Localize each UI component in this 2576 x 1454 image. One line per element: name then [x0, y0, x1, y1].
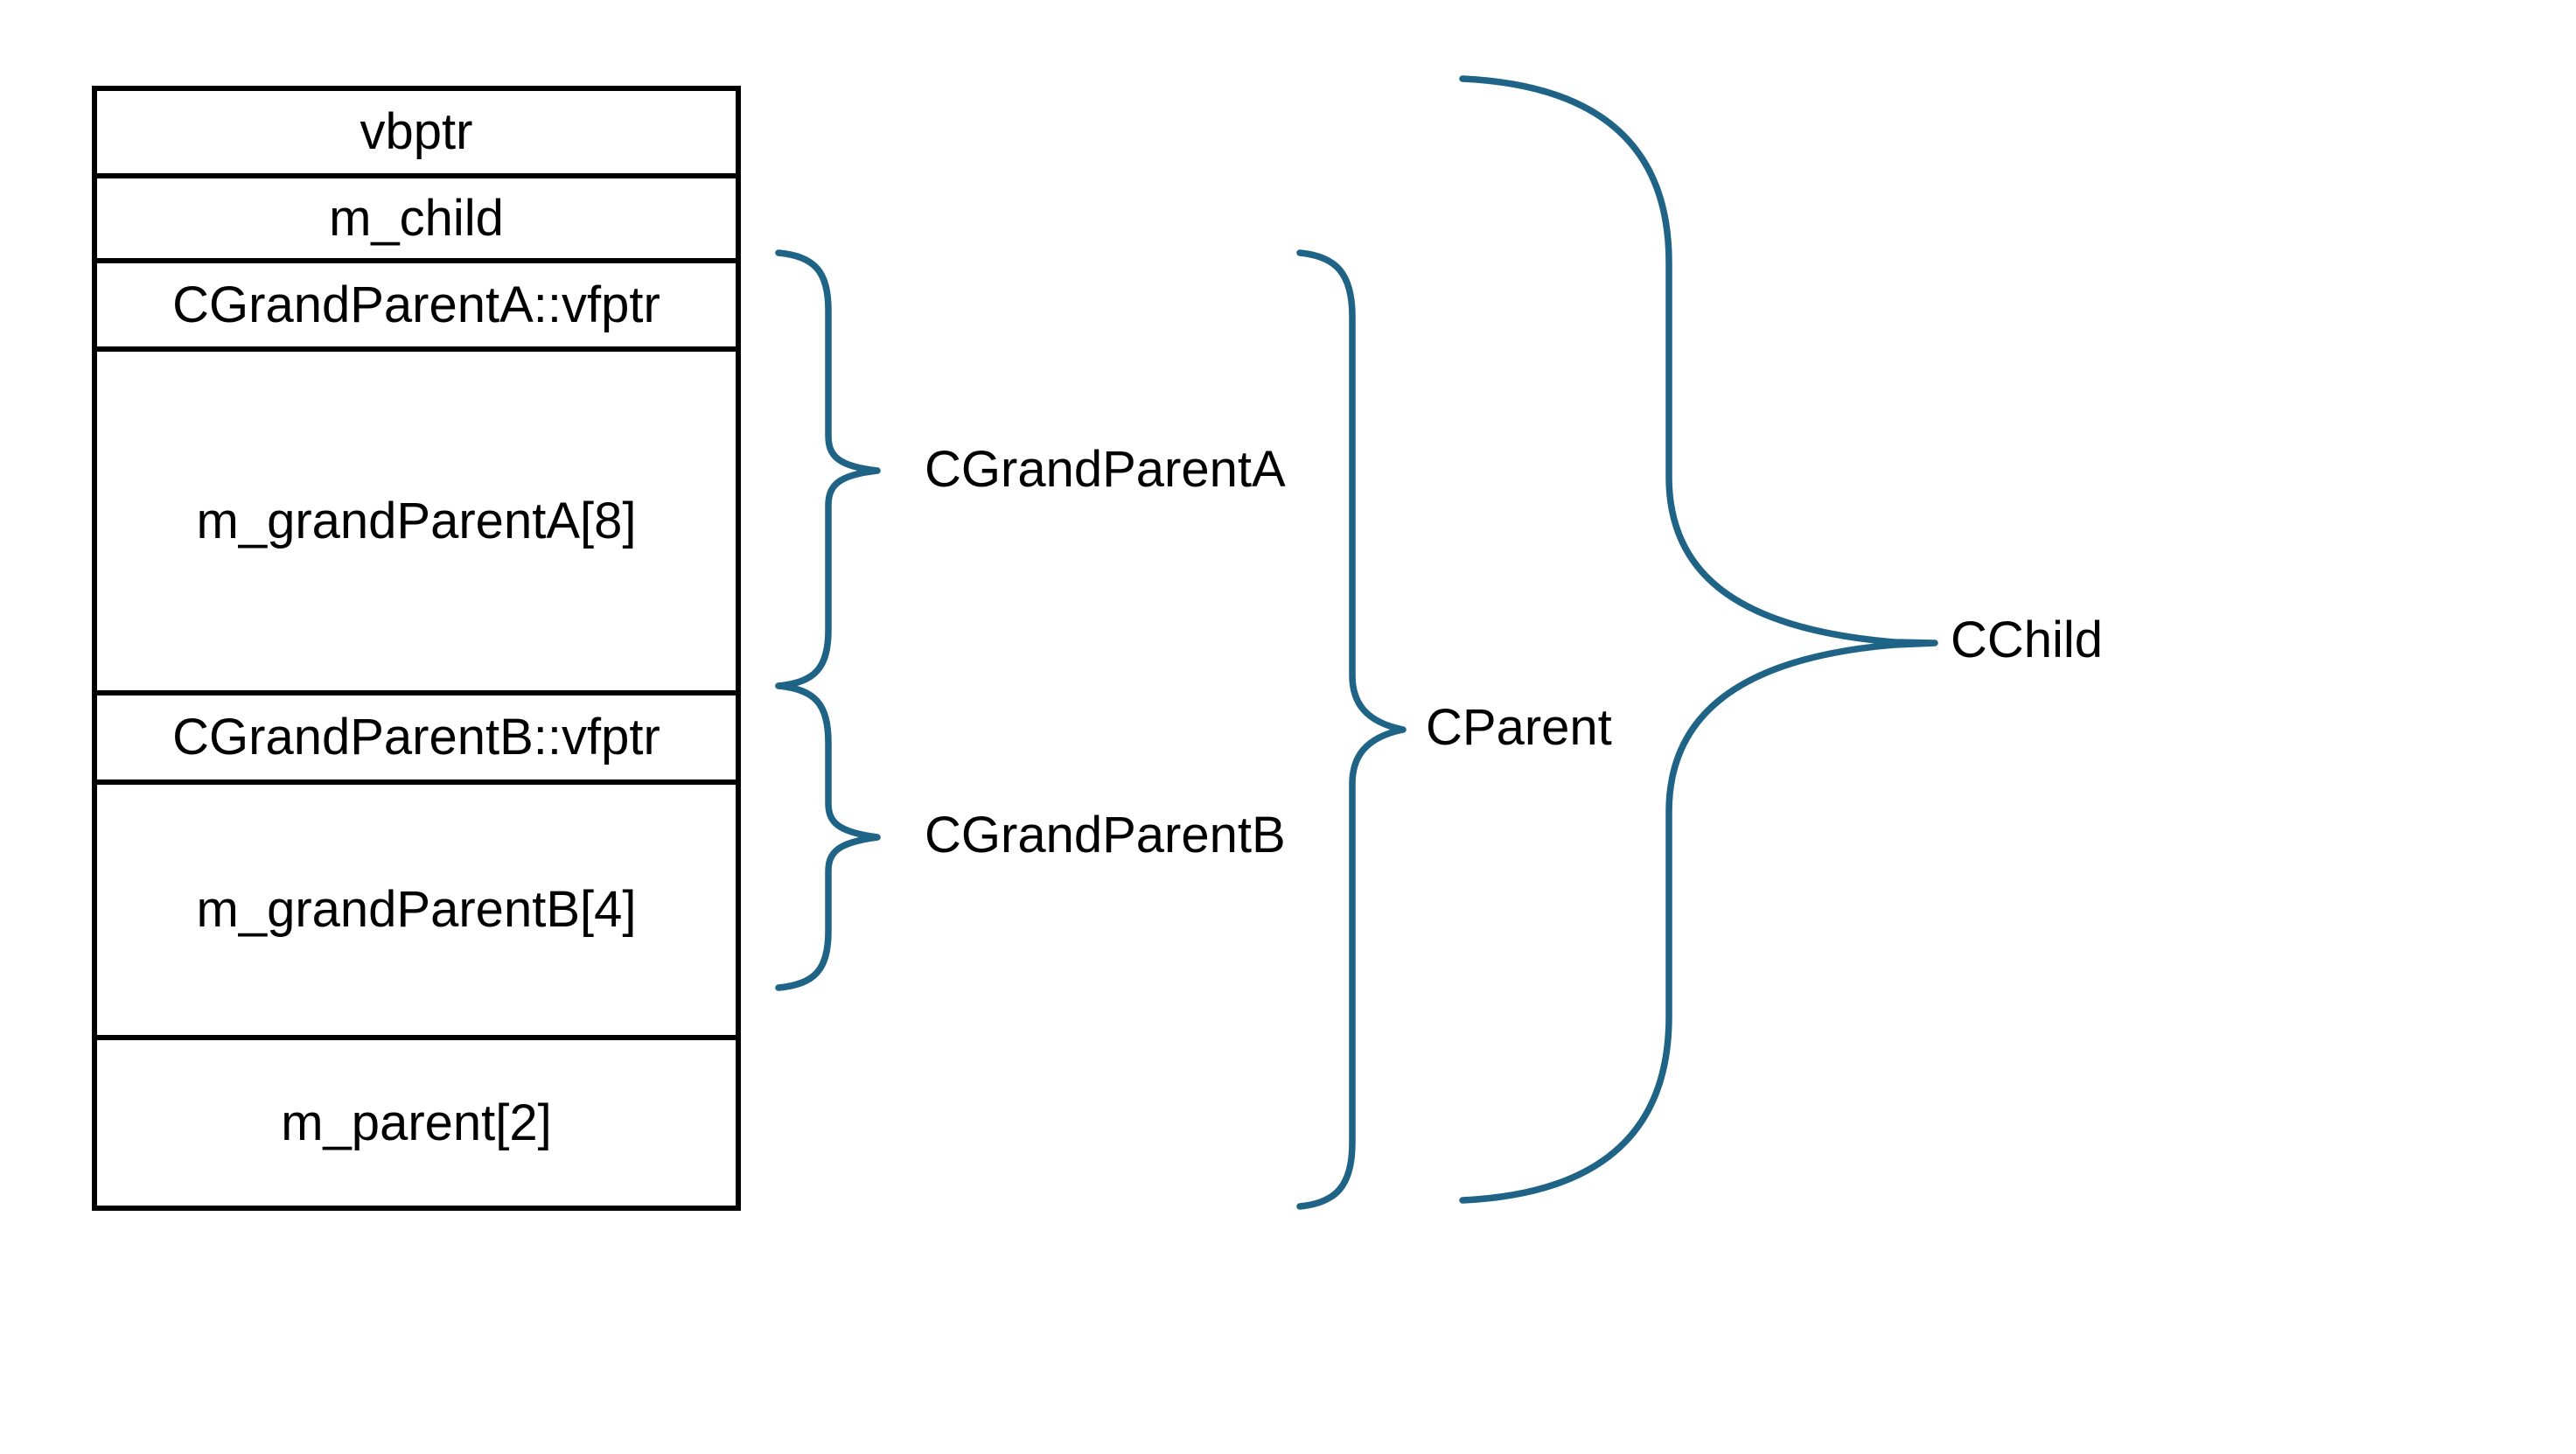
memory-cell-label: m_child: [329, 189, 504, 247]
memory-cell-label: vbptr: [360, 103, 473, 160]
table-row-cgrandparenta-vfptr: CGrandParentA::vfptr: [97, 258, 736, 346]
memory-cell-label: m_parent[2]: [281, 1094, 552, 1151]
cgrandparentb-label: CGrandParentB: [925, 806, 1286, 863]
table-row-m-grandparenta: m_grandParentA[8]: [97, 346, 736, 690]
table-row-cgrandparentb-vfptr: CGrandParentB::vfptr: [97, 690, 736, 779]
memory-cell-label: m_grandParentA[8]: [196, 492, 637, 549]
memory-layout-table: vbptr m_child CGrandParentA::vfptr m_gra…: [92, 86, 741, 1211]
cparent-brace: [1296, 249, 1407, 1210]
cgrandparenta-brace: [775, 249, 881, 689]
cgrandparenta-label: CGrandParentA: [925, 440, 1286, 498]
cchild-brace: [1459, 75, 1938, 1204]
table-row-m-child: m_child: [97, 173, 736, 258]
cgrandparentb-brace: [775, 682, 881, 991]
table-row-m-grandparentb: m_grandParentB[4]: [97, 779, 736, 1035]
table-row-m-parent: m_parent[2]: [97, 1035, 736, 1206]
table-row-vbptr: vbptr: [97, 91, 736, 173]
cchild-label: CChild: [1951, 611, 2104, 668]
memory-cell-label: CGrandParentA::vfptr: [172, 276, 660, 333]
memory-cell-label: m_grandParentB[4]: [196, 881, 637, 938]
memory-cell-label: CGrandParentB::vfptr: [172, 709, 660, 765]
cparent-label: CParent: [1426, 698, 1612, 756]
